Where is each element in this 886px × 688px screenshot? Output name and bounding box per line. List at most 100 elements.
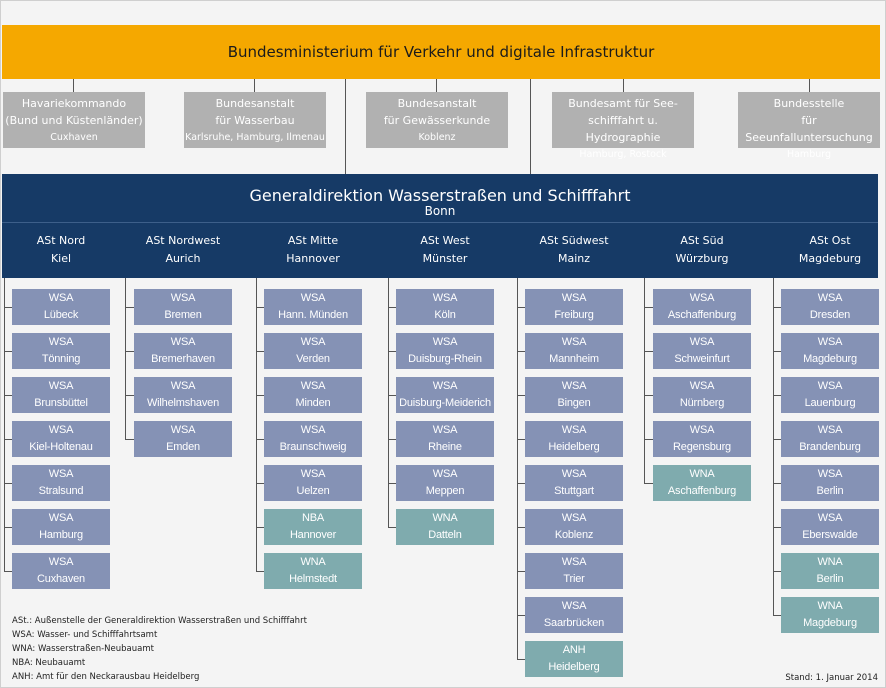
unit-location: Heidelberg <box>548 661 600 673</box>
unit-type: WSA <box>817 292 843 304</box>
unit-box: WNA Magdeburg <box>781 597 879 633</box>
unit-type: WNA <box>817 600 843 612</box>
unit-type: WSA <box>300 292 326 304</box>
agency-location: Karlsruhe, Hamburg, Ilmenau <box>185 132 325 143</box>
agency-name-line1: Bundesanstalt <box>215 97 295 110</box>
unit-connector <box>517 483 525 484</box>
unit-type: WSA <box>689 336 715 348</box>
column-connector <box>517 278 518 659</box>
agency-name-line2: schifffahrt u. Hydrographie <box>585 114 661 144</box>
unit-location: Köln <box>434 309 456 321</box>
unit-connector <box>4 395 12 396</box>
column-connector <box>125 278 126 439</box>
unit-connector <box>517 527 525 528</box>
unit-location: Magdeburg <box>803 617 857 629</box>
unit-connector <box>644 351 653 352</box>
unit-connector <box>773 527 781 528</box>
unit-connector <box>773 483 781 484</box>
agency-name-line2: für Wasserbau <box>215 114 295 127</box>
stand-date: Stand: 1. Januar 2014 <box>785 673 878 683</box>
agency-location: Hamburg, Rostock <box>579 149 667 160</box>
unit-connector <box>4 307 12 308</box>
unit-type: WSA <box>170 292 196 304</box>
unit-connector <box>125 351 134 352</box>
unit-location: Tönning <box>41 353 81 365</box>
ast-name: ASt Mitte <box>287 234 339 247</box>
connector <box>530 79 531 174</box>
legend-item: ASt.: Außenstelle der Generaldirektion W… <box>12 616 307 626</box>
unit-connector <box>644 307 653 308</box>
divider <box>2 222 878 223</box>
unit-type: WSA <box>561 468 587 480</box>
agency-name-line1: Bundesanstalt <box>397 97 477 110</box>
unit-location: Bingen <box>557 397 591 409</box>
unit-connector <box>4 439 12 440</box>
unit-type: WSA <box>170 380 196 392</box>
unit-connector <box>256 395 264 396</box>
unit-type: WNA <box>689 468 715 480</box>
agency-name-line2: (Bund und Küstenländer) <box>5 114 143 127</box>
unit-connector <box>773 571 781 572</box>
unit-type: WSA <box>170 336 196 348</box>
unit-location: Uelzen <box>296 485 330 497</box>
ast-city: Mainz <box>557 252 591 265</box>
unit-box: WSA Dresden <box>781 289 879 325</box>
agency-name-line1: Bundesstelle <box>773 97 845 110</box>
ast-city: Aurich <box>165 252 201 265</box>
unit-location: Meppen <box>425 485 465 497</box>
unit-type: WSA <box>432 468 458 480</box>
unit-connector <box>517 351 525 352</box>
unit-type: WSA <box>48 336 74 348</box>
agency-location: Cuxhaven <box>50 132 98 143</box>
unit-type: WSA <box>689 424 715 436</box>
unit-location: Heidelberg <box>548 441 600 453</box>
unit-location: Wilhelmshaven <box>147 397 219 409</box>
unit-connector <box>256 351 264 352</box>
unit-type: WSA <box>300 380 326 392</box>
ast-city: Kiel <box>50 252 72 265</box>
unit-type: WSA <box>48 380 74 392</box>
unit-location: Dresden <box>809 309 851 321</box>
unit-connector <box>773 307 781 308</box>
connector <box>73 79 74 92</box>
unit-type: WSA <box>48 424 74 436</box>
unit-box: WSA Cuxhaven <box>12 553 110 589</box>
unit-type: WSA <box>48 556 74 568</box>
unit-location: Rheine <box>428 441 462 453</box>
unit-location: Cuxhaven <box>37 573 85 585</box>
unit-connector <box>125 307 134 308</box>
unit-location: Aschaffenburg <box>667 485 737 497</box>
unit-location: Regensburg <box>673 441 731 453</box>
unit-type: WSA <box>689 380 715 392</box>
unit-location: Kiel-Holtenau <box>29 441 93 453</box>
ast-city: Würzburg <box>675 252 729 265</box>
unit-connector <box>388 351 396 352</box>
unit-connector <box>4 571 12 572</box>
ast-name: ASt Nord <box>36 234 86 247</box>
ast-name: ASt Nordwest <box>145 234 221 247</box>
agency-name-line2: für Gewässerkunde <box>383 114 491 127</box>
unit-location: Hann. Münden <box>278 309 348 321</box>
agency-box: Havariekommando(Bund und Küstenländer)Cu… <box>3 92 145 148</box>
unit-type: WSA <box>300 336 326 348</box>
unit-connector <box>256 439 264 440</box>
unit-location: Berlin <box>816 485 844 497</box>
unit-location: Saarbrücken <box>543 617 605 629</box>
unit-connector <box>256 571 264 572</box>
unit-location: Trier <box>563 573 585 585</box>
